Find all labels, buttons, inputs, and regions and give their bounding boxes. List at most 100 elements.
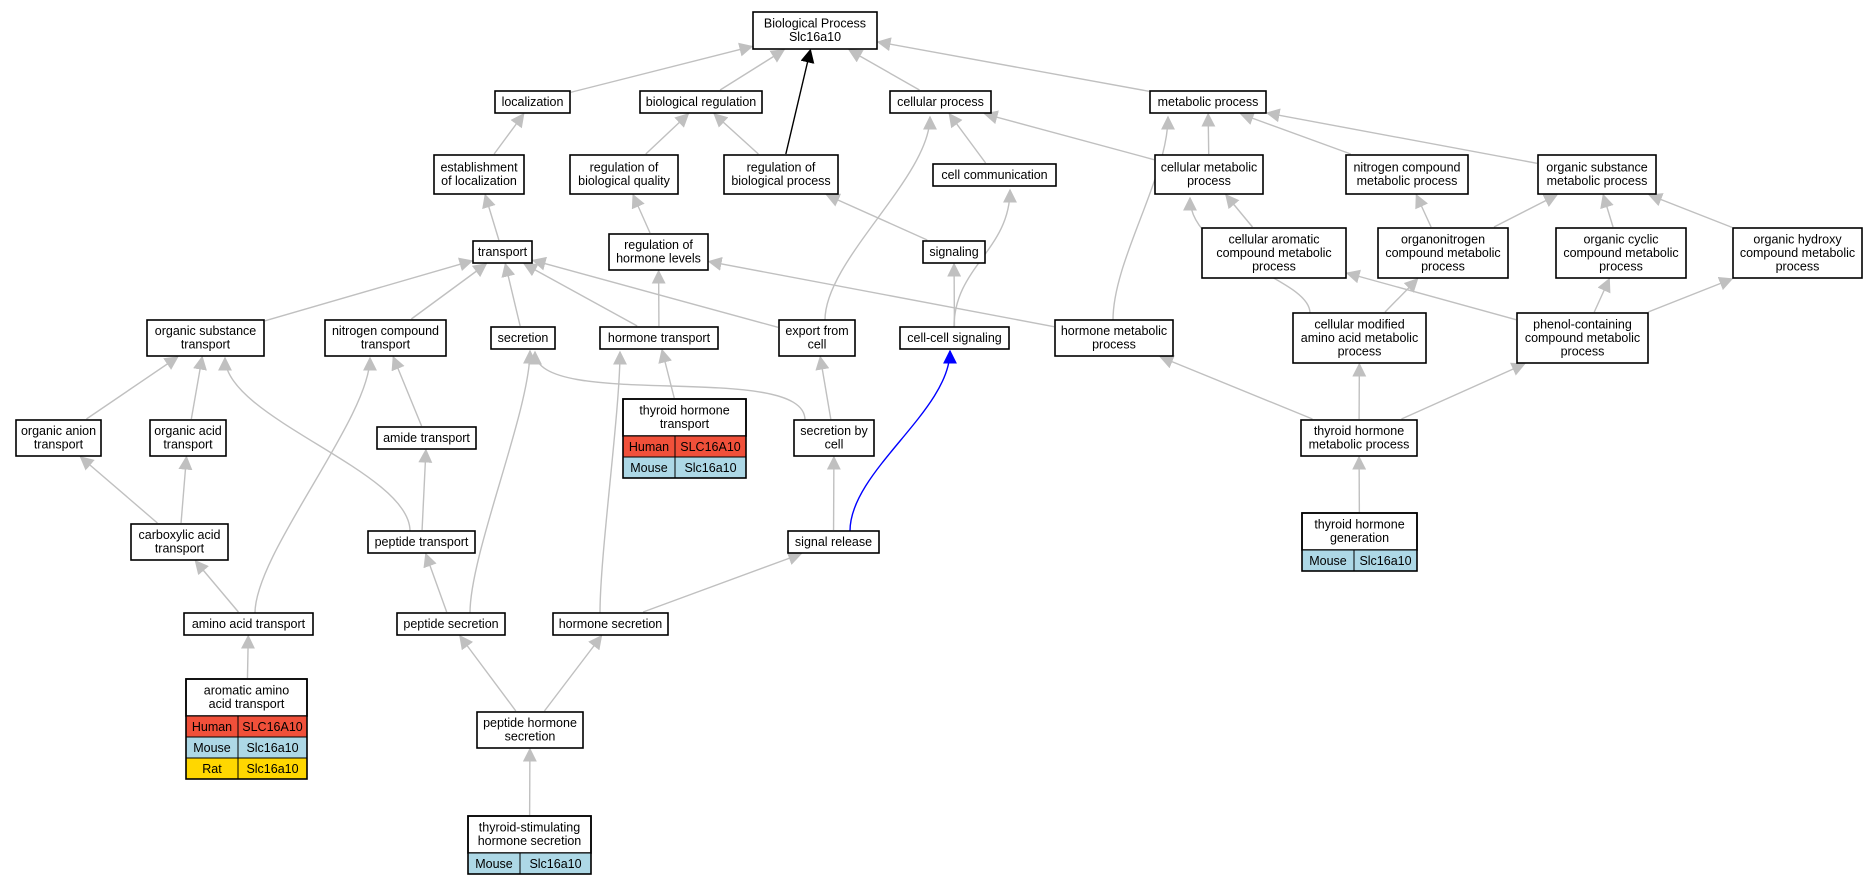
node-label-line: transport	[155, 542, 205, 556]
edge-secretion-to-transport	[501, 262, 521, 327]
node-label-line: process	[1092, 338, 1136, 352]
gene-label[interactable]: SLC16A10	[680, 440, 741, 454]
edge-localization-to-bp	[570, 42, 754, 93]
edge-cellmodaa-to-organonitro	[1384, 278, 1419, 313]
edge-peptrans-to-amidetrans	[418, 448, 433, 531]
edge-aatrans-to-carbox	[194, 559, 239, 613]
gene-label[interactable]: Slc16a10	[1359, 554, 1411, 568]
node-signaling[interactable]: signaling	[922, 240, 986, 264]
node-label-line: process	[1187, 174, 1231, 188]
node-box	[608, 233, 709, 271]
gene-label[interactable]: Slc16a10	[684, 461, 736, 475]
node-label-line: compound metabolic	[1216, 246, 1331, 260]
node-cellproc[interactable]: cellular process	[889, 90, 992, 114]
node-localization[interactable]: localization	[494, 90, 571, 114]
edge-aromaa-to-aatrans	[241, 634, 256, 679]
node-box	[922, 240, 986, 264]
node-label-line: regulation of	[747, 161, 816, 175]
node-cellcomm[interactable]: cell communication	[932, 163, 1057, 187]
node-box	[490, 326, 556, 350]
node-label-line: cell communication	[941, 168, 1047, 182]
edge-transport-to-estloc	[482, 193, 500, 241]
node-label-line: cellular process	[897, 95, 984, 109]
node-box	[1516, 312, 1649, 364]
node-box	[149, 419, 227, 457]
node-label-line: process	[1776, 259, 1820, 273]
species-label: Rat	[202, 762, 222, 776]
node-label-line: generation	[1330, 531, 1389, 545]
node-box	[569, 154, 679, 195]
node-aatrans[interactable]: amino acid transport	[183, 612, 314, 636]
node-outline	[467, 815, 592, 875]
gene-label[interactable]: Slc16a10	[529, 857, 581, 871]
gene-label[interactable]: Slc16a10	[246, 762, 298, 776]
node-pepsec[interactable]: peptide secretion	[396, 612, 506, 636]
node-box	[146, 319, 265, 357]
node-label-line: metabolic process	[1357, 174, 1458, 188]
edge-phenol-to-cellarom	[1345, 269, 1517, 321]
node-peptrans[interactable]: peptide transport	[367, 530, 476, 554]
node-label-line: organic cyclic	[1583, 232, 1658, 246]
node-box	[433, 154, 525, 195]
node-secretion[interactable]: secretion	[490, 326, 556, 350]
node-bioreg[interactable]: biological regulation	[639, 90, 763, 114]
node-label-line: regulation of	[590, 161, 659, 175]
gene-label[interactable]: SLC16A10	[242, 720, 303, 734]
gene-label[interactable]: Slc16a10	[246, 741, 298, 755]
node-amidetrans[interactable]: amide transport	[376, 426, 477, 450]
node-sigrelease[interactable]: signal release	[787, 530, 880, 554]
edge-organion-to-orgsubtrans	[86, 356, 179, 420]
edge-hormtrans-to-transport	[523, 263, 638, 327]
node-cellcellsig[interactable]: cell-cell signaling	[899, 326, 1010, 350]
node-box	[494, 90, 571, 114]
node-hormsec[interactable]: hormone secretion	[552, 612, 669, 636]
node-label-line: hormone transport	[608, 331, 711, 345]
node-box	[1377, 227, 1509, 279]
edge-exportcell-to-cellproc	[824, 115, 937, 321]
node-label-line: organic substance	[1546, 161, 1648, 175]
node-box	[552, 612, 669, 636]
node-hormtrans[interactable]: hormone transport	[599, 326, 719, 350]
node-box	[396, 612, 506, 636]
node-label-line: phenol-containing	[1533, 317, 1632, 331]
node-label-line: organic hydroxy	[1753, 232, 1842, 246]
node-label-line: cellular aromatic	[1228, 232, 1319, 246]
node-metproc[interactable]: metabolic process	[1149, 90, 1267, 114]
node-box	[376, 426, 477, 450]
node-label-line: thyroid hormone	[1314, 424, 1404, 438]
edge-cellproc-to-bp	[848, 49, 920, 91]
node-label-line: regulation of	[624, 238, 693, 252]
node-box	[476, 711, 584, 749]
node-transport[interactable]: transport	[472, 240, 533, 264]
edge-bioreg-to-bp	[719, 49, 786, 91]
node-label-line: thyroid hormone	[1314, 518, 1404, 532]
